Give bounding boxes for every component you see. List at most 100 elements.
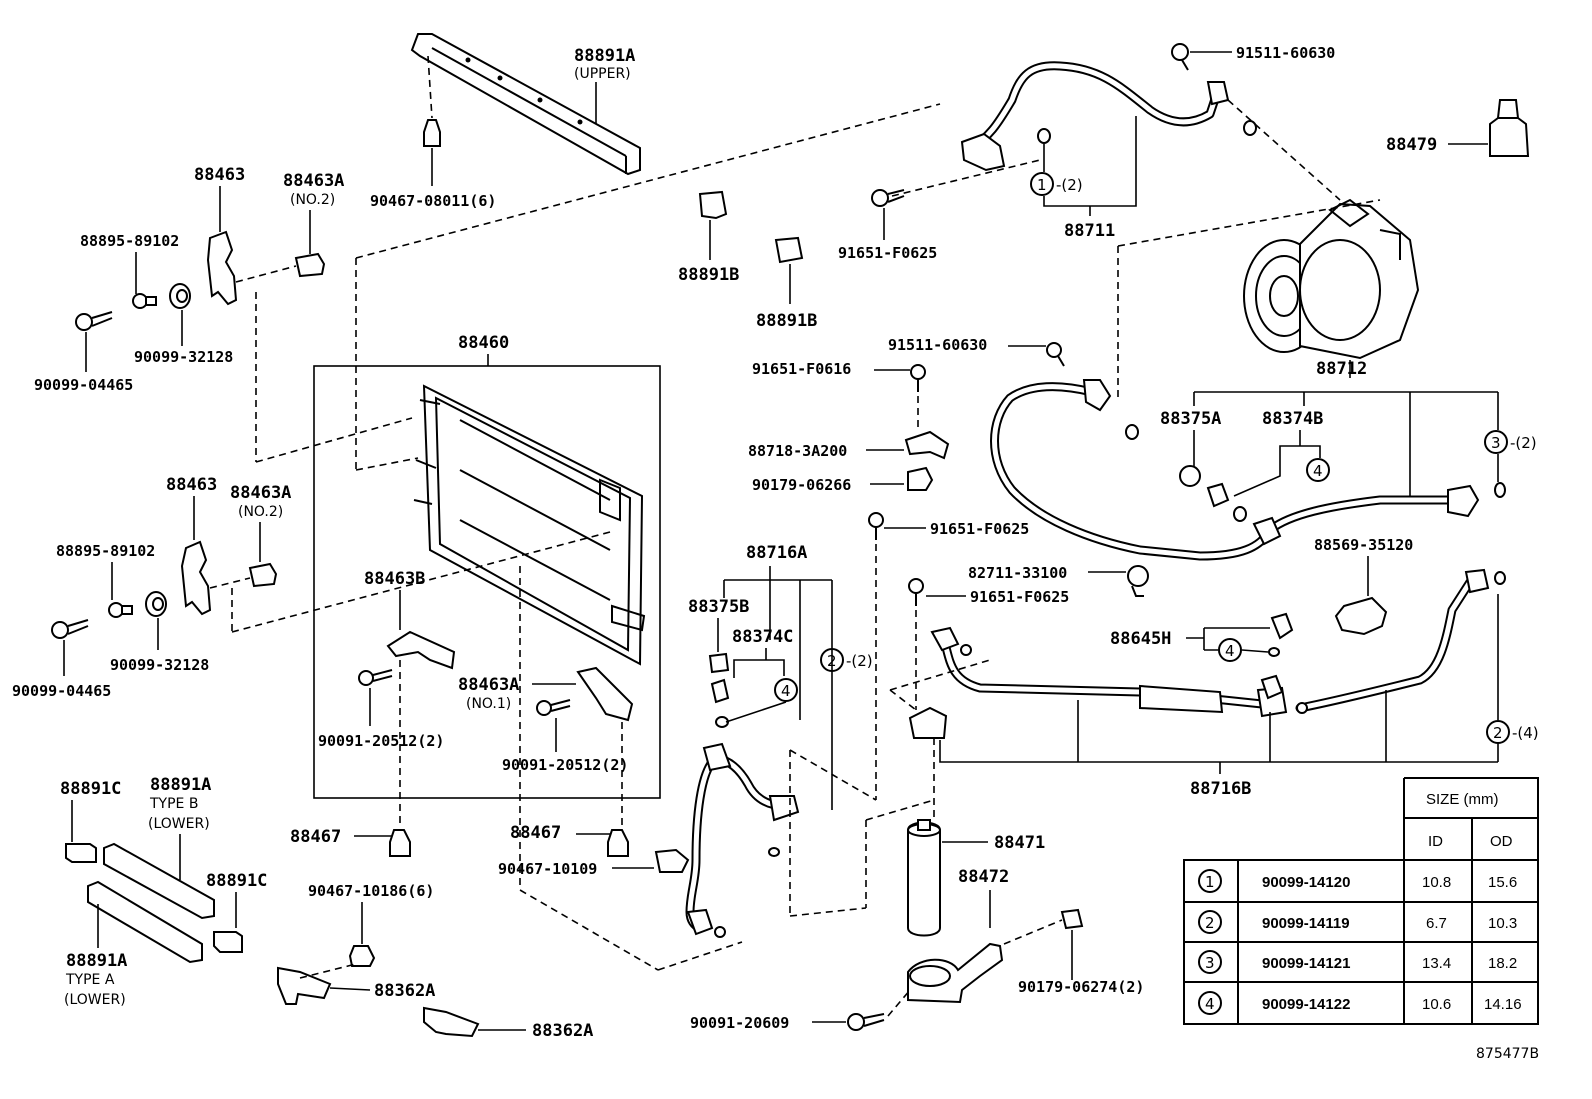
label-no2-top: (NO.2)	[290, 192, 335, 208]
bolt-91651-F0625-b[interactable]	[868, 512, 884, 540]
bracket-88463B[interactable]	[386, 630, 456, 670]
label-88467-a: 88467	[290, 827, 341, 847]
hose-88716B[interactable]	[908, 568, 1490, 739]
table-row-id: 13.4	[1422, 955, 1451, 972]
clip-88467-a[interactable]	[389, 829, 411, 857]
svg-text:4: 4	[1313, 462, 1323, 480]
label-90091-20512-b: 90091-20512(2)	[502, 756, 628, 774]
label-88711: 88711	[1064, 221, 1115, 241]
cap-88479[interactable]	[1489, 99, 1530, 157]
table-row-ref: 3	[1205, 954, 1215, 972]
label-88463A-mid: 88463A	[230, 483, 291, 503]
label-90091-20609: 90091-20609	[690, 1014, 789, 1032]
bolt-91511-60630-b[interactable]	[1046, 342, 1065, 367]
condenser-assembly-box	[313, 365, 661, 799]
bracket-88463-mid[interactable]	[180, 540, 212, 616]
bracket-88463A-top[interactable]	[294, 252, 326, 278]
clip-88891B-b[interactable]	[774, 236, 804, 264]
grommet-90099-32128-mid[interactable]	[145, 591, 167, 617]
support-88891A-typeb[interactable]	[103, 842, 215, 920]
label-88467-b: 88467	[510, 823, 561, 843]
callout-oring-4a: 4	[1306, 458, 1330, 482]
bracket-88362A-a[interactable]	[277, 966, 332, 1005]
label-88460: 88460	[458, 333, 509, 353]
label-lower-b: (LOWER)	[148, 816, 210, 832]
bracket-88463A-low[interactable]	[576, 666, 634, 722]
clamp-90467-10109[interactable]	[654, 848, 690, 873]
table-row-od: 10.3	[1488, 915, 1517, 932]
label-88362A-a: 88362A	[374, 981, 435, 1001]
label-90467-10109: 90467-10109	[498, 860, 597, 878]
size-table: SIZE (mm) ID OD 1 90099-14120 10.8 15.6 …	[1183, 777, 1539, 1025]
label-88716A: 88716A	[746, 543, 807, 563]
label-88463-mid: 88463	[166, 475, 217, 495]
valve-core-88375B[interactable]	[708, 652, 730, 674]
bracket-88472[interactable]	[907, 942, 1004, 1004]
svg-text:-(2): -(2)	[1510, 434, 1537, 452]
bracket-88362A-b[interactable]	[423, 1006, 480, 1038]
clip-88467-b[interactable]	[607, 829, 629, 857]
table-row-part: 90099-14121	[1262, 955, 1350, 972]
bolt-90091-20512-b[interactable]	[536, 699, 571, 716]
clip-88891B-a[interactable]	[698, 190, 728, 220]
label-no2-mid: (NO.2)	[238, 504, 283, 520]
compressor-88712[interactable]	[1243, 198, 1420, 360]
service-valve-88374C[interactable]	[710, 678, 730, 728]
service-valve-88374B[interactable]	[1206, 482, 1247, 522]
svg-text:2: 2	[1493, 724, 1503, 742]
clip-90467-08011[interactable]	[423, 119, 441, 147]
label-88891A-typeb: 88891A	[150, 775, 211, 795]
label-88895-89102-mid: 88895-89102	[56, 542, 155, 560]
grommet-90099-32128-top[interactable]	[169, 283, 191, 309]
label-88463A-low: 88463A	[458, 675, 519, 695]
clip-90467-10186[interactable]	[348, 945, 376, 967]
hose-88711[interactable]	[960, 61, 1230, 172]
upper-support-88891A[interactable]	[410, 33, 641, 176]
bolt-90099-04465-top[interactable]	[75, 311, 113, 331]
label-88375A: 88375A	[1160, 409, 1221, 429]
switch-88645H[interactable]	[1270, 612, 1294, 640]
filler-88891C-a[interactable]	[65, 843, 97, 863]
clamp-82711-33100[interactable]	[1127, 565, 1149, 597]
label-type-a: TYPE A	[65, 972, 115, 988]
bolt-91651-F0625-a[interactable]	[871, 189, 905, 207]
bolt-90099-04465-mid[interactable]	[51, 619, 89, 639]
support-88891A-typea[interactable]	[87, 880, 203, 964]
label-90099-32128-mid: 90099-32128	[110, 656, 209, 674]
label-88891A-upper: 88891A	[574, 46, 635, 66]
receiver-88471[interactable]	[907, 819, 941, 937]
bolt-90091-20609[interactable]	[847, 1013, 885, 1031]
bushing-88895-mid[interactable]	[108, 602, 133, 618]
condenser-88460[interactable]	[413, 384, 646, 666]
label-88891A-typea: 88891A	[66, 951, 127, 971]
bolt-91651-F0625-c[interactable]	[908, 578, 924, 606]
sensor-88569-35120[interactable]	[1334, 596, 1388, 636]
bracket-88463A-mid[interactable]	[248, 562, 278, 588]
nut-90179-06274[interactable]	[1060, 908, 1084, 930]
svg-text:4: 4	[1225, 642, 1235, 660]
nut-90179-06266[interactable]	[907, 466, 934, 491]
hose-88716A[interactable]	[685, 742, 800, 936]
table-row-part: 90099-14120	[1262, 874, 1350, 891]
bolt-91511-60630-a[interactable]	[1171, 43, 1189, 71]
label-82711-33100: 82711-33100	[968, 564, 1067, 582]
label-no1: (NO.1)	[466, 696, 511, 712]
bracket-88463-top[interactable]	[206, 230, 238, 306]
label-type-b: TYPE B	[149, 796, 198, 812]
bushing-88895-top[interactable]	[132, 293, 157, 309]
switch-on-hose[interactable]	[1260, 674, 1284, 700]
filler-88891C-b[interactable]	[213, 931, 243, 953]
label-91651-F0625-c: 91651-F0625	[970, 588, 1069, 606]
valve-core-88375A[interactable]	[1179, 465, 1201, 487]
bolt-91651-F0616[interactable]	[910, 364, 926, 392]
label-91511-60630-a: 91511-60630	[1236, 44, 1335, 62]
svg-text:-(2): -(2)	[1056, 176, 1083, 194]
hose-suction-88712[interactable]	[990, 379, 1480, 561]
label-88374C: 88374C	[732, 627, 793, 647]
label-90099-32128-top: 90099-32128	[134, 348, 233, 366]
table-row-od: 14.16	[1484, 996, 1522, 1013]
clamp-88718-3A200[interactable]	[904, 430, 950, 460]
svg-text:-(4): -(4)	[1512, 724, 1539, 742]
bolt-90091-20512-a[interactable]	[358, 669, 393, 686]
